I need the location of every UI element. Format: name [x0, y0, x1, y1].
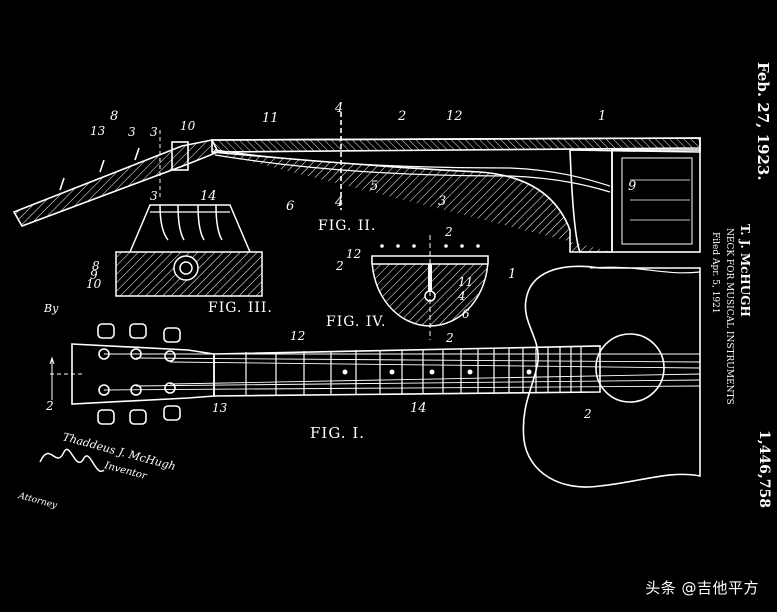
tuner-pegs [97, 323, 181, 425]
patent-date: Feb. 27, 1923. [754, 62, 772, 181]
fig1-guitar [49, 265, 701, 488]
fig3-label: FIG. III. [208, 300, 273, 316]
ref-3c: 3 [150, 189, 158, 203]
witness-mark: By [43, 302, 59, 315]
ref-4b: 4 [334, 195, 343, 210]
ref-4a: 4 [334, 101, 343, 116]
ref-12a: 12 [446, 109, 463, 124]
ref-12b: 12 [346, 247, 361, 261]
ref-1a: 1 [598, 109, 606, 124]
fig4-dots [380, 244, 480, 248]
fig1-label: FIG. I. [310, 424, 365, 442]
ref-2c: 2 [335, 259, 344, 273]
fig3-nut-section [115, 204, 263, 297]
ref-8b: 8 [92, 259, 100, 273]
ref-4c: 4 [457, 289, 466, 303]
fig1-reference-numbers: 12 1 14 13 2 2 FIG. I. [45, 267, 592, 442]
ref-3d: 3 [438, 194, 446, 209]
ref-11: 11 [262, 111, 279, 126]
ref-2d: 2 [445, 331, 454, 345]
fig4-reference-numbers: 2 12 2 11 4 6 2 FIG. IV. [326, 225, 473, 345]
fig4-label: FIG. IV. [326, 314, 386, 330]
attorney-label: Attorney [16, 491, 59, 511]
ref-1b: 1 [508, 267, 516, 282]
ref-9: 9 [628, 179, 636, 194]
ref-10: 10 [180, 119, 196, 133]
patent-filed: Filed Apr. 5, 1921 [710, 232, 720, 314]
ref-13b: 13 [212, 401, 228, 415]
patent-inventor: T. J. McHUGH [738, 224, 752, 317]
fig2-neck-section [12, 112, 701, 253]
ref-10b: 10 [86, 277, 102, 291]
fig2-label: FIG. II. [318, 218, 376, 234]
ref-3b: 3 [150, 125, 158, 139]
ref-11b: 11 [458, 275, 473, 289]
fig4-neck-cross-section [371, 235, 489, 340]
ref-3a: 3 [128, 125, 136, 139]
patent-number: 1,446,758 [756, 430, 772, 508]
watermark: 头条 @吉他平方 [645, 579, 759, 597]
ref-2b: 2 [444, 225, 453, 239]
patent-title: NECK FOR MUSICAL INSTRUMENTS [724, 228, 734, 405]
ref-2e: 2 [583, 407, 592, 421]
attorney-signature-scribble [39, 448, 105, 473]
ref-13: 13 [90, 124, 106, 138]
ref-5: 5 [370, 179, 378, 194]
ref-8: 8 [110, 109, 118, 124]
fig3-reference-numbers: 14 8 9 10 FIG. III. [86, 189, 273, 316]
fig2-reference-numbers: 8 13 3 3 10 3 11 4 4 2 12 1 6 5 3 9 FIG.… [90, 101, 636, 234]
ref-14b: 14 [410, 401, 427, 416]
ref-14a: 14 [200, 189, 217, 204]
ref-9b: 9 [90, 268, 98, 282]
ref-2f: 2 [45, 399, 54, 413]
signature-block: By Thaddeus J. McHugh Inventor Attorney [16, 302, 177, 511]
ref-6a: 6 [286, 199, 294, 214]
ref-12c: 12 [290, 329, 305, 343]
ref-2a: 2 [397, 109, 406, 124]
ref-6b: 6 [462, 307, 470, 321]
